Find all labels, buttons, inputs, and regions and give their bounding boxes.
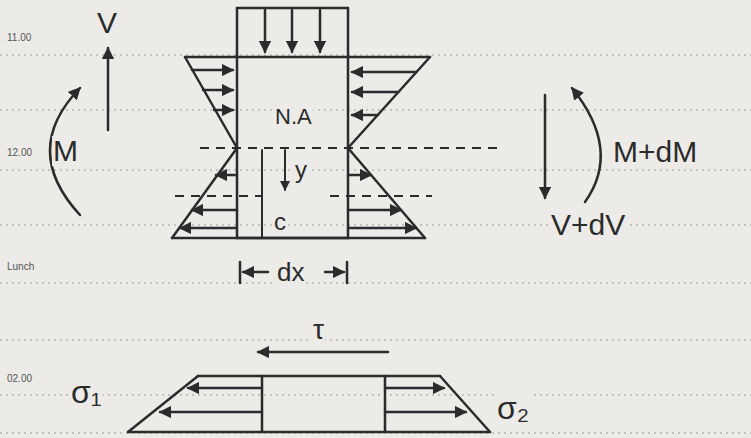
distance-symbol: c (273, 210, 287, 234)
stress-symbol: σ₁ (70, 376, 103, 408)
beam-element (172, 8, 430, 238)
time-label: 11.00 (6, 33, 32, 43)
force-arrows (50, 48, 601, 283)
shear-force-symbol: V (96, 8, 118, 38)
time-label: Lunch (6, 262, 35, 272)
dimension-label: dx (276, 259, 305, 285)
free-body-slice (128, 352, 490, 432)
moment-symbol: M+dM (612, 137, 698, 167)
stress-symbol: σ₂ (496, 392, 530, 424)
neutral-axis-label: N.A (274, 106, 313, 128)
neutral-axis (175, 148, 500, 196)
distance-symbol: y (294, 158, 308, 182)
moment-symbol: M (52, 136, 79, 166)
shear-force-symbol: V+dV (550, 210, 626, 240)
shear-stress-symbol: τ (312, 316, 325, 344)
time-label: 12.00 (6, 148, 33, 158)
ruled-lines (0, 55, 751, 433)
time-label: 02.00 (6, 374, 33, 384)
